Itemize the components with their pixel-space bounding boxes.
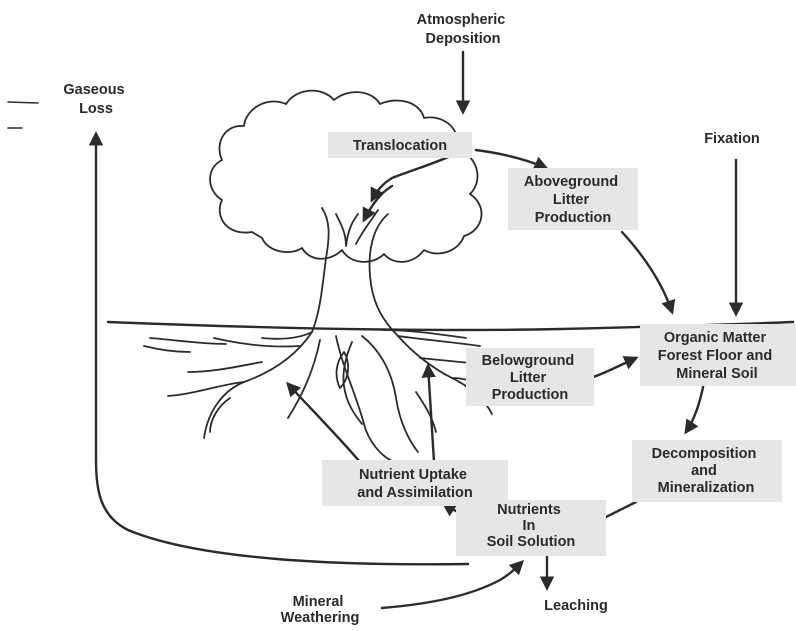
nutrients-soil-line-3: Soil Solution (487, 534, 576, 550)
atmospheric-deposition-line-2: Deposition (426, 31, 501, 47)
mineral-weathering-label: Mineral Weathering (281, 594, 360, 626)
aboveground-litter-line-3: Production (535, 210, 612, 226)
tree-trunk-icon (312, 208, 398, 336)
aboveground-litter-line-2: Litter (553, 192, 590, 208)
organic-matter-line-1: Organic Matter (664, 330, 767, 346)
translocation-label: Translocation (353, 138, 447, 154)
leaching-line-1: Leaching (544, 598, 608, 614)
organic-matter-line-3: Mineral Soil (676, 366, 757, 382)
belowground-litter-line-2: Litter (510, 370, 547, 386)
belowground-litter-line-1: Belowground (482, 353, 575, 369)
mineral-weathering-line-2: Weathering (281, 610, 360, 626)
nutrient-uptake-line-1: Nutrient Uptake (359, 467, 467, 483)
mineral-weathering-line-1: Mineral (293, 594, 344, 610)
uptake-to-root-arrow-left (288, 384, 360, 462)
gaseous-loss-label: Gaseous Loss (63, 82, 128, 117)
belowground-litter-arrow (590, 358, 636, 378)
organic-to-decomposition-arrow (686, 382, 704, 432)
nutrient-uptake-line-2: and Assimilation (357, 485, 472, 501)
aboveground-litter-line-1: Aboveground (524, 174, 618, 190)
decomposition-line-3: Mineralization (658, 480, 755, 496)
translocation-to-canopy-arrow (476, 150, 546, 168)
gaseous-loss-line-2: Loss (79, 101, 113, 117)
nutrients-soil-line-2: In (523, 518, 536, 534)
fixation-label: Fixation (704, 131, 760, 147)
gaseous-loss-line-1: Gaseous (63, 82, 124, 98)
tree-roots-icon (144, 330, 494, 462)
aboveground-litter-arrow (622, 232, 672, 312)
nutrients-soil-line-1: Nutrients (497, 502, 561, 518)
atmospheric-deposition-label: Atmospheric Deposition (417, 12, 510, 47)
leaching-label: Leaching (544, 598, 608, 614)
fixation-line-1: Fixation (704, 131, 760, 147)
atmospheric-deposition-line-1: Atmospheric (417, 12, 506, 28)
translocation-line-1: Translocation (353, 138, 447, 154)
belowground-litter-line-3: Production (492, 387, 569, 403)
decomposition-line-2: and (691, 463, 717, 479)
scan-mark (8, 102, 38, 103)
weathering-arrow (382, 562, 522, 608)
decomposition-line-1: Decomposition (652, 446, 757, 462)
organic-matter-line-2: Forest Floor and (658, 348, 772, 364)
